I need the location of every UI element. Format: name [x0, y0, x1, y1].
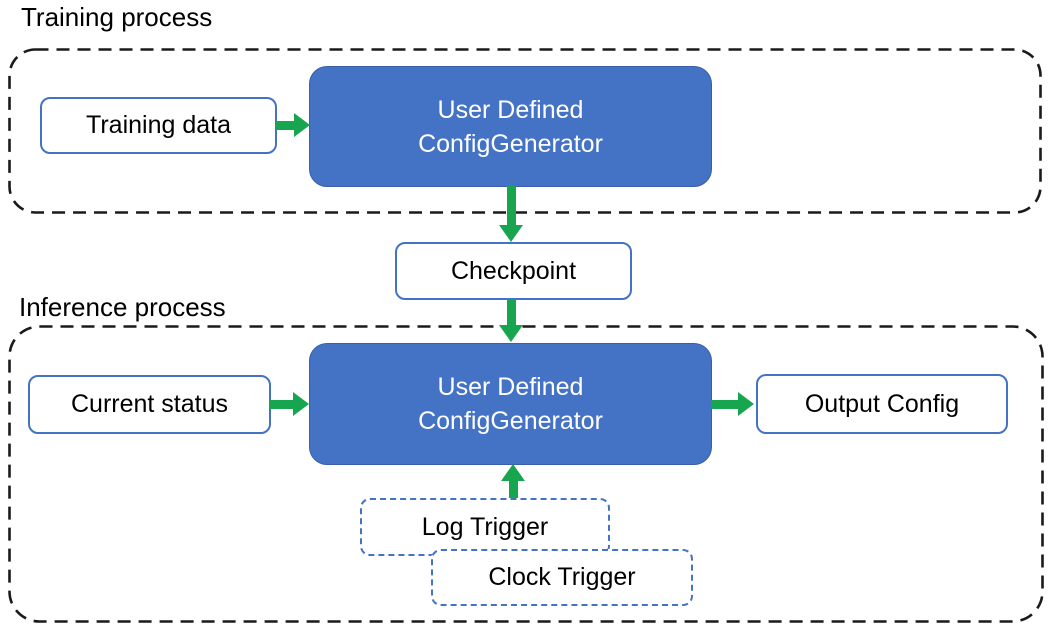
- arrow-shaft: [270, 399, 293, 409]
- training-process-label: Training process: [21, 2, 213, 32]
- training-config-generator-box: User Defined ConfigGenerator: [309, 66, 712, 187]
- arrow-training-data-to-generator: [276, 113, 310, 137]
- inference-process-label: Inference process: [19, 292, 226, 322]
- arrow-shaft: [276, 120, 294, 130]
- arrow-head-icon: [294, 113, 310, 137]
- arrow-shaft: [506, 186, 516, 225]
- generator-line2: ConfigGenerator: [418, 407, 603, 435]
- arrow-triggers-to-generator: [501, 464, 525, 498]
- log-trigger-box: Log Trigger: [360, 498, 610, 556]
- arrow-head-icon: [499, 325, 523, 342]
- arrow-head-icon: [738, 392, 754, 416]
- generator-line1: User Defined: [437, 95, 584, 124]
- arrow-shaft: [711, 399, 738, 409]
- arrow-generator-to-output-config: [711, 392, 754, 416]
- arrow-shaft: [506, 299, 516, 325]
- clock-trigger-box: Clock Trigger: [431, 549, 693, 606]
- generator-line1: User Defined: [437, 373, 584, 401]
- training-data-box: Training data: [40, 97, 277, 154]
- output-config-box: Output Config: [756, 374, 1008, 434]
- arrow-shaft: [508, 481, 518, 498]
- arrow-head-icon: [501, 464, 525, 481]
- arrow-head-icon: [499, 225, 523, 242]
- generator-line2: ConfigGenerator: [418, 129, 603, 158]
- current-status-box: Current status: [28, 375, 271, 434]
- arrow-head-icon: [293, 392, 309, 416]
- checkpoint-box: Checkpoint: [395, 242, 632, 300]
- arrow-generator-to-checkpoint: [499, 186, 523, 242]
- arrow-checkpoint-to-inference-generator: [499, 299, 523, 342]
- inference-config-generator-box: User Defined ConfigGenerator: [309, 343, 712, 465]
- arrow-current-status-to-generator: [270, 392, 309, 416]
